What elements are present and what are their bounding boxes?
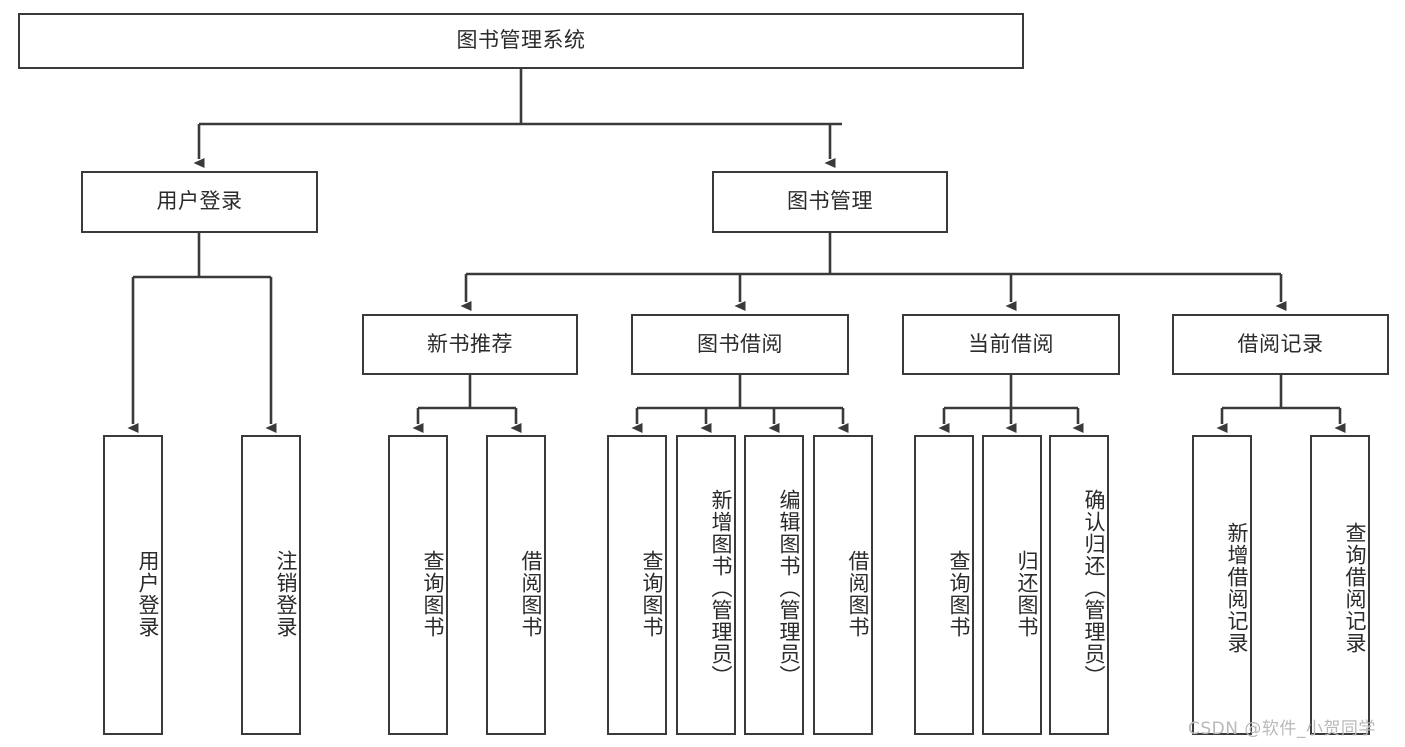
leaf-add-borrow-record[interactable]: 新增借阅记录 [1192, 435, 1252, 735]
node-root-system[interactable]: 图书管理系统 [18, 13, 1024, 69]
node-label: 注销登录 [274, 550, 298, 638]
node-label: 借阅图书 [846, 550, 870, 638]
node-label: 图书管理系统 [456, 28, 586, 53]
leaf-edit-book-admin[interactable]: 编辑图书（管理员） [744, 435, 804, 735]
leaf-add-book-admin[interactable]: 新增图书（管理员） [676, 435, 736, 735]
leaf-query-book-current[interactable]: 查询图书 [914, 435, 974, 735]
node-label: 用户登录 [136, 550, 160, 638]
node-label: 查询图书 [640, 550, 664, 638]
node-borrowing-record[interactable]: 借阅记录 [1172, 314, 1389, 375]
leaf-return-book[interactable]: 归还图书 [982, 435, 1042, 735]
node-label: 归还图书 [1015, 550, 1039, 638]
csdn-watermark: CSDN @软件_小贺同学 [1188, 719, 1376, 739]
node-current-borrowing[interactable]: 当前借阅 [902, 314, 1120, 375]
node-label: 新增图书（管理员） [709, 489, 733, 687]
leaf-borrow-book-borrowing[interactable]: 借阅图书 [813, 435, 873, 735]
node-label: 图书借阅 [697, 331, 783, 356]
leaf-borrow-book-recommendation[interactable]: 借阅图书 [486, 435, 546, 735]
node-label: 编辑图书（管理员） [777, 489, 801, 687]
node-label: 新书推荐 [427, 331, 513, 356]
leaf-user-login[interactable]: 用户登录 [103, 435, 163, 735]
leaf-query-borrow-record[interactable]: 查询借阅记录 [1310, 435, 1370, 735]
node-label: 图书管理 [787, 189, 873, 214]
leaf-query-book-recommendation[interactable]: 查询图书 [388, 435, 448, 735]
node-label: 借阅图书 [519, 550, 543, 638]
node-book-management[interactable]: 图书管理 [712, 171, 948, 233]
node-label: 查询图书 [421, 550, 445, 638]
node-label: 查询借阅记录 [1343, 522, 1367, 654]
leaf-confirm-return-admin[interactable]: 确认归还（管理员） [1049, 435, 1109, 735]
leaf-logout[interactable]: 注销登录 [241, 435, 301, 735]
node-new-book-recommendation[interactable]: 新书推荐 [362, 314, 578, 375]
node-label: 确认归还（管理员） [1082, 489, 1106, 687]
node-label: 查询图书 [947, 550, 971, 638]
node-book-borrowing[interactable]: 图书借阅 [631, 314, 849, 375]
node-label: 新增借阅记录 [1225, 522, 1249, 654]
node-label: 当前借阅 [968, 331, 1054, 356]
leaf-query-book-borrowing[interactable]: 查询图书 [607, 435, 667, 735]
node-label: 借阅记录 [1237, 331, 1324, 356]
node-user-login[interactable]: 用户登录 [81, 171, 318, 233]
node-label: 用户登录 [156, 189, 243, 214]
